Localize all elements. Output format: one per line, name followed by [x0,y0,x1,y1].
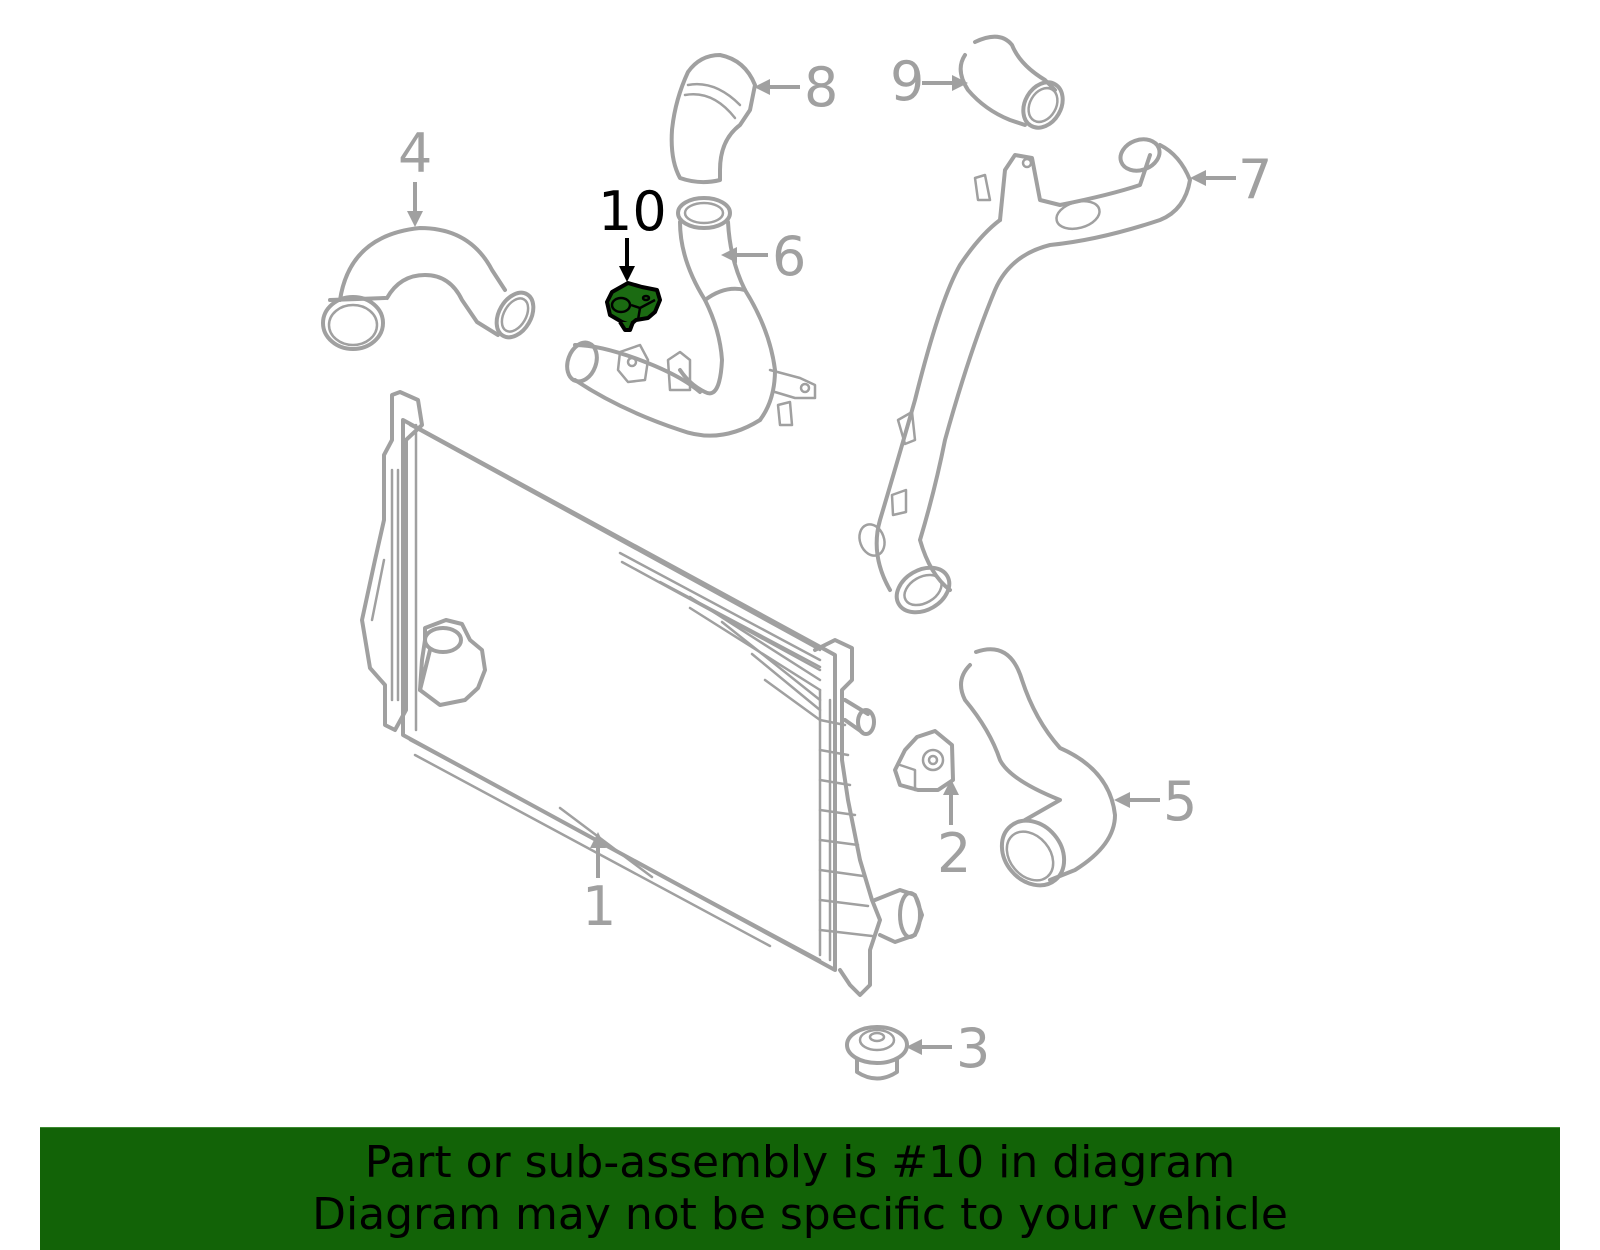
svg-text:7: 7 [1238,148,1272,211]
callout-8: 8 [754,56,838,119]
part-1-intercooler[interactable] [360,390,924,997]
part-8-elbow-hose[interactable] [669,53,757,185]
part-7-outlet-pipe[interactable] [855,134,1192,621]
callout-7: 7 [1190,148,1272,211]
svg-text:4: 4 [398,122,432,185]
part-10-pressure-sensor[interactable] [605,281,662,332]
part-2-bracket[interactable] [893,729,955,792]
part-5-lower-hose[interactable] [959,647,1117,898]
callout-2: 2 [937,779,971,885]
callout-5: 5 [1114,770,1197,833]
svg-text:2: 2 [937,822,971,885]
svg-text:6: 6 [772,225,806,288]
callout-4: 4 [398,122,432,227]
part-4-upper-hose[interactable] [321,226,541,351]
callout-6: 6 [721,225,806,288]
callout-1: 1 [582,832,616,938]
part-3-plug[interactable] [845,1025,909,1081]
info-banner: Part or sub-assembly is #10 in diagram D… [40,1127,1560,1250]
svg-text:3: 3 [956,1017,990,1080]
svg-text:1: 1 [582,875,616,938]
svg-text:10: 10 [598,180,667,243]
part-9-short-hose[interactable] [958,34,1071,135]
callout-9: 9 [890,50,968,113]
banner-part-line: Part or sub-assembly is #10 in diagram [364,1137,1236,1188]
callout-10-highlighted: 10 [598,180,667,282]
callout-3: 3 [906,1017,990,1080]
svg-text:9: 9 [890,50,924,113]
part-6-inlet-pipe[interactable] [562,196,817,438]
banner-disclaimer-line: Diagram may not be specific to your vehi… [312,1189,1288,1240]
svg-text:5: 5 [1163,770,1197,833]
svg-text:8: 8 [804,56,838,119]
